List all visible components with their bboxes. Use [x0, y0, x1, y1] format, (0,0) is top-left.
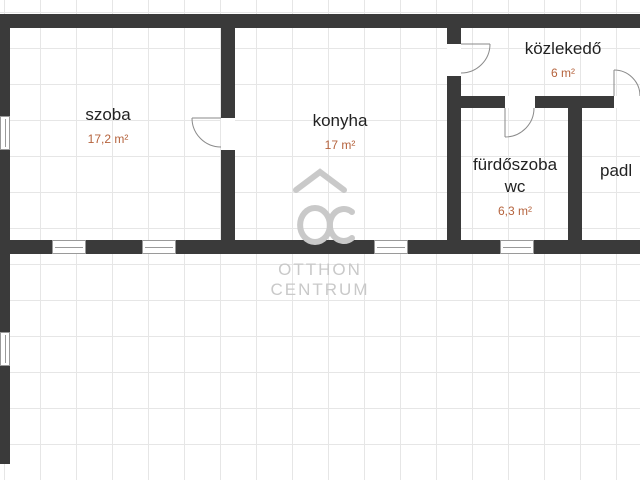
window-szoba-2	[142, 240, 176, 254]
room-padlas-name: padl	[600, 161, 633, 180]
wall-top	[0, 14, 640, 28]
door-konyha-swing	[460, 43, 491, 74]
door-gap-szoba	[221, 118, 235, 150]
logo-line-2: CENTRUM	[270, 280, 370, 299]
window-west-lower	[0, 332, 10, 366]
logo-mark-text: ÖC	[280, 168, 282, 169]
wall-furdo-padlas	[568, 96, 582, 254]
door-gap-furdo	[505, 96, 535, 108]
door-gap-konyha-east	[447, 44, 461, 76]
logo-mark-icon: ÖC	[280, 168, 355, 246]
room-furdoszoba-name: fürdőszoba	[472, 155, 558, 174]
room-padlas: padl	[600, 160, 640, 182]
room-kozlekedo-area: 6 m²	[551, 66, 575, 80]
room-szoba: szoba 17,2 m²	[48, 104, 168, 146]
wall-kozlekedo-south	[447, 96, 640, 108]
room-furdoszoba-name2: wc	[504, 177, 526, 196]
window-west-upper	[0, 116, 10, 150]
door-furdo-swing	[504, 107, 535, 138]
window-furdo	[500, 240, 534, 254]
room-szoba-name: szoba	[85, 105, 131, 124]
room-furdoszoba-area: 6,3 m²	[497, 204, 532, 218]
window-konyha	[374, 240, 408, 254]
room-konyha-area: 17 m²	[324, 138, 356, 152]
door-szoba-swing	[191, 117, 222, 148]
room-kozlekedo-name: közlekedő	[524, 39, 602, 58]
room-konyha: konyha 17 m²	[280, 110, 400, 152]
otthon-centrum-logo: ÖC OTTHON CENTRUM	[270, 168, 370, 300]
room-furdoszoba: fürdőszoba wc 6,3 m²	[460, 154, 570, 218]
window-szoba-1	[52, 240, 86, 254]
door-gap-kozlekedo-east	[614, 96, 640, 108]
logo-line-1: OTTHON	[278, 260, 362, 279]
room-szoba-area: 17,2 m²	[87, 132, 129, 146]
room-kozlekedo: közlekedő 6 m²	[500, 38, 626, 80]
room-konyha-name: konyha	[312, 111, 368, 130]
